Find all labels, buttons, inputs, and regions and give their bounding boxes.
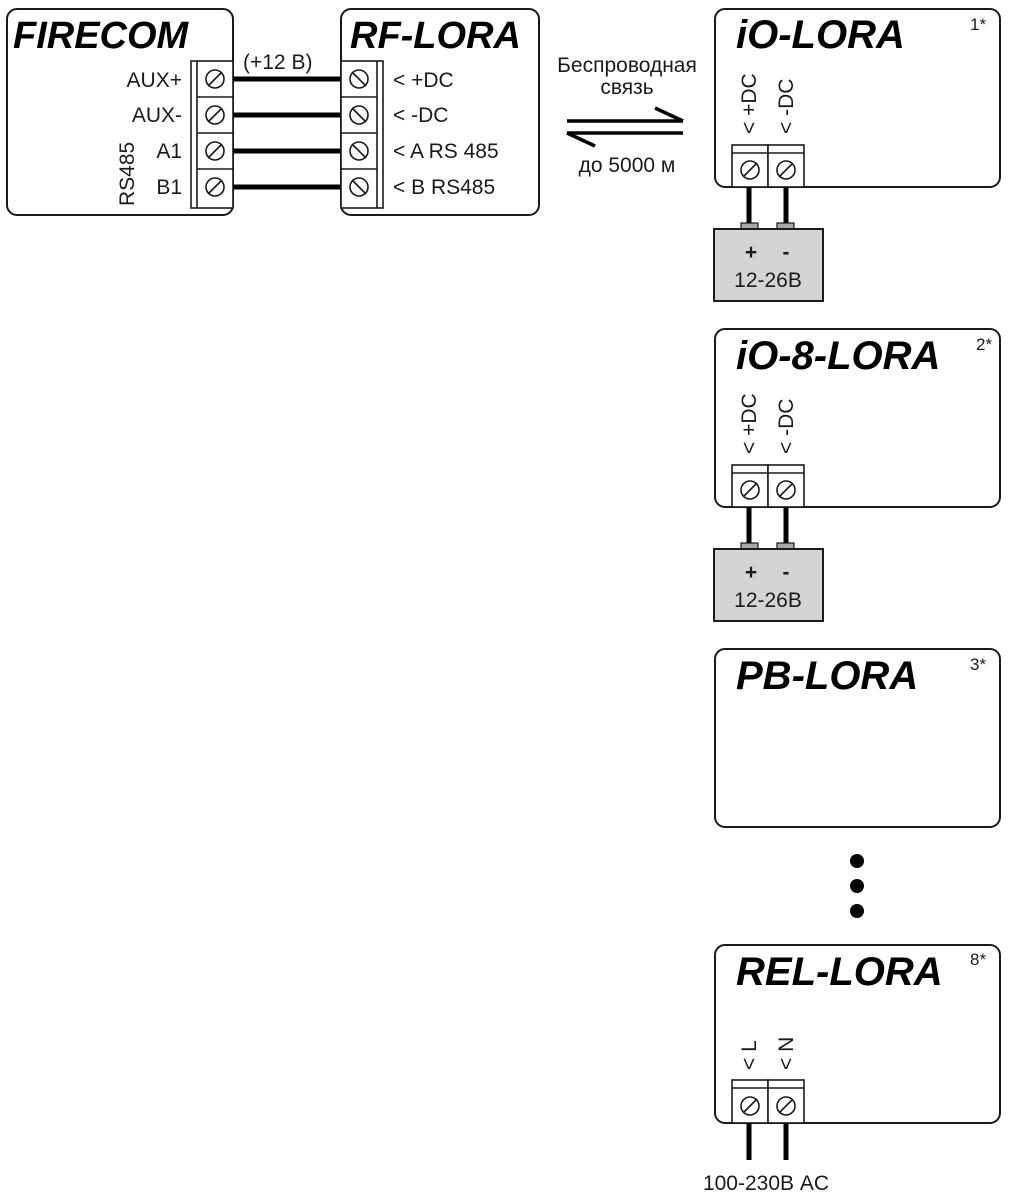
io8-lora-power-supply: + - 12-26В xyxy=(713,542,824,622)
io8-lora-title: iO-8-LORA xyxy=(736,334,940,378)
io-lora-terminal-minus-dc: < -DC xyxy=(775,79,798,134)
io-lora-terminal-block xyxy=(731,144,805,188)
rf-lora-device: RF-LORA < +DC < -DC < A RS 485 < B RS485 xyxy=(340,8,540,216)
screw-icon xyxy=(740,480,760,500)
wireless-range: до 5000 м xyxy=(579,154,676,177)
rel-lora-device: REL-LORA 8* < L < N 100-230В AC xyxy=(703,944,1001,1195)
psu-plus-label: + xyxy=(745,561,757,584)
firecom-terminal-block xyxy=(190,60,234,209)
screw-icon xyxy=(349,141,369,161)
rel-lora-terminal-n: < N xyxy=(775,1037,798,1070)
pb-lora-device: PB-LORA 3* xyxy=(714,648,1001,828)
screw-icon xyxy=(740,1096,760,1116)
pb-lora-box xyxy=(714,648,1001,828)
io8-lora-box xyxy=(714,328,1001,508)
rel-lora-terminal-block xyxy=(731,1079,805,1124)
rs485-group-label: RS485 xyxy=(116,142,139,206)
vertical-ellipsis-icon xyxy=(850,854,864,918)
pb-lora-title: PB-LORA xyxy=(736,654,918,698)
wireless-label-line2: связь xyxy=(600,76,653,99)
io8-lora-note: 2* xyxy=(976,335,992,354)
screw-icon xyxy=(349,105,369,125)
wireless-label-line1: Беспроводная xyxy=(557,54,697,77)
power-supply-box xyxy=(713,548,824,622)
rel-lora-box xyxy=(714,944,1001,1124)
screw-icon xyxy=(205,177,225,197)
screw-icon xyxy=(776,160,796,180)
power-supply-box xyxy=(713,228,824,302)
psu-minus-label: - xyxy=(783,241,790,264)
rf-lora-terminal-minus-dc: < -DC xyxy=(393,104,448,127)
pb-lora-note: 3* xyxy=(970,655,986,674)
rf-lora-terminal-a-rs485: < A RS 485 xyxy=(393,140,499,163)
screw-icon xyxy=(776,1096,796,1116)
psu-voltage-label: 12-26В xyxy=(734,589,802,612)
rf-lora-terminal-b-rs485: < B RS485 xyxy=(393,176,495,199)
screw-icon xyxy=(205,141,225,161)
io-lora-terminal-plus-dc: < +DC xyxy=(738,73,761,134)
io-lora-device: iO-LORA 1* < +DC < -DC + - 12-26В xyxy=(713,8,1001,302)
io8-lora-terminal-minus-dc: < -DC xyxy=(775,399,798,454)
firecom-device: FIRECOM AUX+ AUX- A1 B1 RS485 xyxy=(6,8,234,216)
screw-icon xyxy=(205,105,225,125)
firecom-terminal-aux-minus: AUX- xyxy=(132,104,182,127)
rf-lora-title: RF-LORA xyxy=(350,15,521,57)
screw-icon xyxy=(740,160,760,180)
io8-lora-device: iO-8-LORA 2* < +DC < -DC + - 12-26В xyxy=(713,328,1001,622)
rel-lora-supply-label: 100-230В AC xyxy=(703,1172,829,1195)
wireless-link: Беспроводная связь до 5000 м xyxy=(557,54,697,177)
rel-lora-title: REL-LORA xyxy=(736,950,943,994)
screw-icon xyxy=(349,177,369,197)
screw-icon xyxy=(205,69,225,89)
screw-icon xyxy=(349,69,369,89)
firecom-terminal-aux-plus: AUX+ xyxy=(127,69,182,92)
rf-lora-terminal-block xyxy=(340,60,384,209)
rf-lora-terminal-plus-dc: < +DC xyxy=(393,69,454,92)
psu-voltage-label: 12-26В xyxy=(734,269,802,292)
bidirectional-arrow-icon xyxy=(566,106,684,148)
io-lora-note: 1* xyxy=(970,15,986,34)
io-lora-title: iO-LORA xyxy=(736,13,905,57)
voltage-note: (+12 В) xyxy=(243,51,312,74)
bus-wires: (+12 В) xyxy=(233,51,341,190)
psu-plus-label: + xyxy=(745,241,757,264)
io-lora-power-supply: + - 12-26В xyxy=(713,222,824,302)
firecom-terminal-b1: B1 xyxy=(156,176,182,199)
io8-lora-terminal-plus-dc: < +DC xyxy=(738,393,761,454)
firecom-terminal-a1: A1 xyxy=(156,140,182,163)
screw-icon xyxy=(776,480,796,500)
io8-lora-terminal-block xyxy=(731,464,805,508)
rel-lora-terminal-l: < L xyxy=(738,1040,761,1070)
psu-minus-label: - xyxy=(783,561,790,584)
io-lora-box xyxy=(714,8,1001,188)
rel-lora-note: 8* xyxy=(970,950,986,969)
firecom-title: FIRECOM xyxy=(13,15,190,57)
